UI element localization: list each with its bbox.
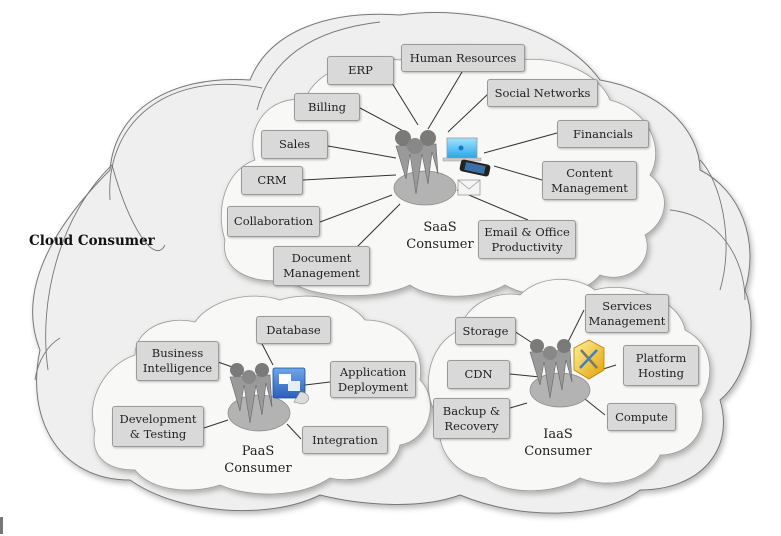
saas-connectors bbox=[302, 71, 558, 249]
saas-service-document-management: Document Management bbox=[273, 246, 370, 286]
iaas-service-platform-hosting: Platform Hosting bbox=[623, 345, 699, 386]
saas-service-erp: ERP bbox=[327, 56, 394, 85]
iaas-service-backup-recovery: Backup & Recovery bbox=[433, 398, 510, 439]
paas-service-integration: Integration bbox=[302, 426, 388, 454]
iaas-users-group-icon bbox=[529, 339, 591, 408]
paas-service-database: Database bbox=[256, 316, 331, 344]
iaas-service-services-management: Services Management bbox=[585, 294, 669, 333]
paas-service-business-intelligence: Business Intelligence bbox=[136, 341, 219, 381]
saas-service-crm: CRM bbox=[241, 166, 303, 195]
application-window-icon bbox=[272, 367, 309, 405]
saas-service-financials: Financials bbox=[557, 120, 649, 148]
paas-service-application-deployment: Application Deployment bbox=[330, 361, 416, 398]
iaas-service-storage: Storage bbox=[455, 317, 516, 345]
edge-marker bbox=[0, 517, 3, 534]
paas-service-development-testing: Development & Testing bbox=[112, 406, 204, 447]
saas-consumer-caption: SaaS Consumer bbox=[406, 220, 474, 252]
tools-cube-icon bbox=[573, 339, 605, 380]
saas-service-human-resources: Human Resources bbox=[401, 44, 525, 72]
saas-service-sales: Sales bbox=[261, 130, 328, 159]
smartphone-icon bbox=[459, 159, 491, 177]
saas-service-collaboration: Collaboration bbox=[227, 206, 320, 237]
saas-service-email-office-productivity: Email & Office Productivity bbox=[478, 220, 576, 259]
saas-users-group-icon bbox=[393, 130, 457, 206]
iaas-consumer-caption: IaaS Consumer bbox=[524, 427, 592, 459]
laptop-icon bbox=[442, 137, 482, 162]
iaas-service-compute: Compute bbox=[607, 403, 676, 431]
saas-service-content-management: Content Management bbox=[542, 161, 637, 200]
envelope-icon bbox=[457, 179, 481, 196]
paas-consumer-caption: PaaS Consumer bbox=[224, 444, 292, 476]
cloud-consumer-label: Cloud Consumer bbox=[29, 233, 155, 249]
paas-users-group-icon bbox=[227, 363, 291, 432]
iaas-service-cdn: CDN bbox=[447, 360, 510, 389]
outer-cloud-lobes bbox=[34, 21, 746, 381]
saas-service-billing: Billing bbox=[294, 93, 360, 121]
saas-service-social-networks: Social Networks bbox=[487, 79, 598, 107]
